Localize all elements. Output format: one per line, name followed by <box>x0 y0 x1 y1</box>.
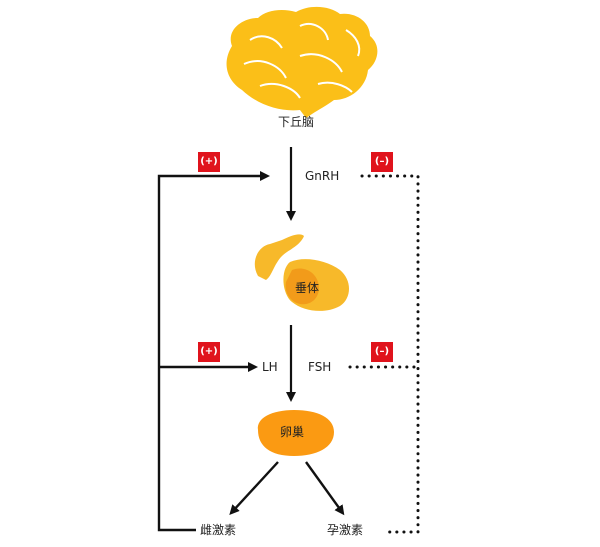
lh-label: LH <box>262 360 278 374</box>
negative-feedback-badge: (–) <box>371 342 393 362</box>
positive-feedback-badge: (+) <box>198 152 220 172</box>
progesterone-label: 孕激素 <box>327 523 364 537</box>
fsh-label: FSH <box>308 360 332 374</box>
positive-feedback-badge: (+) <box>198 342 220 362</box>
hypothalamus-label: 下丘脑 <box>278 115 315 129</box>
negative-feedback-line <box>360 174 420 534</box>
positive-feedback-line <box>157 171 270 532</box>
pituitary-icon <box>254 234 349 311</box>
arrow-ovary-to-progesterone <box>305 461 345 516</box>
negative-feedback-badge: (–) <box>371 152 393 172</box>
arrow-ovary-to-estrogen <box>229 461 279 515</box>
gnrh-label: GnRH <box>305 169 340 183</box>
estrogen-label: 雌激素 <box>200 523 237 537</box>
ovary-label: 卵巢 <box>280 425 305 439</box>
ovary-icon <box>257 410 334 456</box>
brain-icon <box>226 6 378 119</box>
pituitary-label: 垂体 <box>295 281 320 295</box>
